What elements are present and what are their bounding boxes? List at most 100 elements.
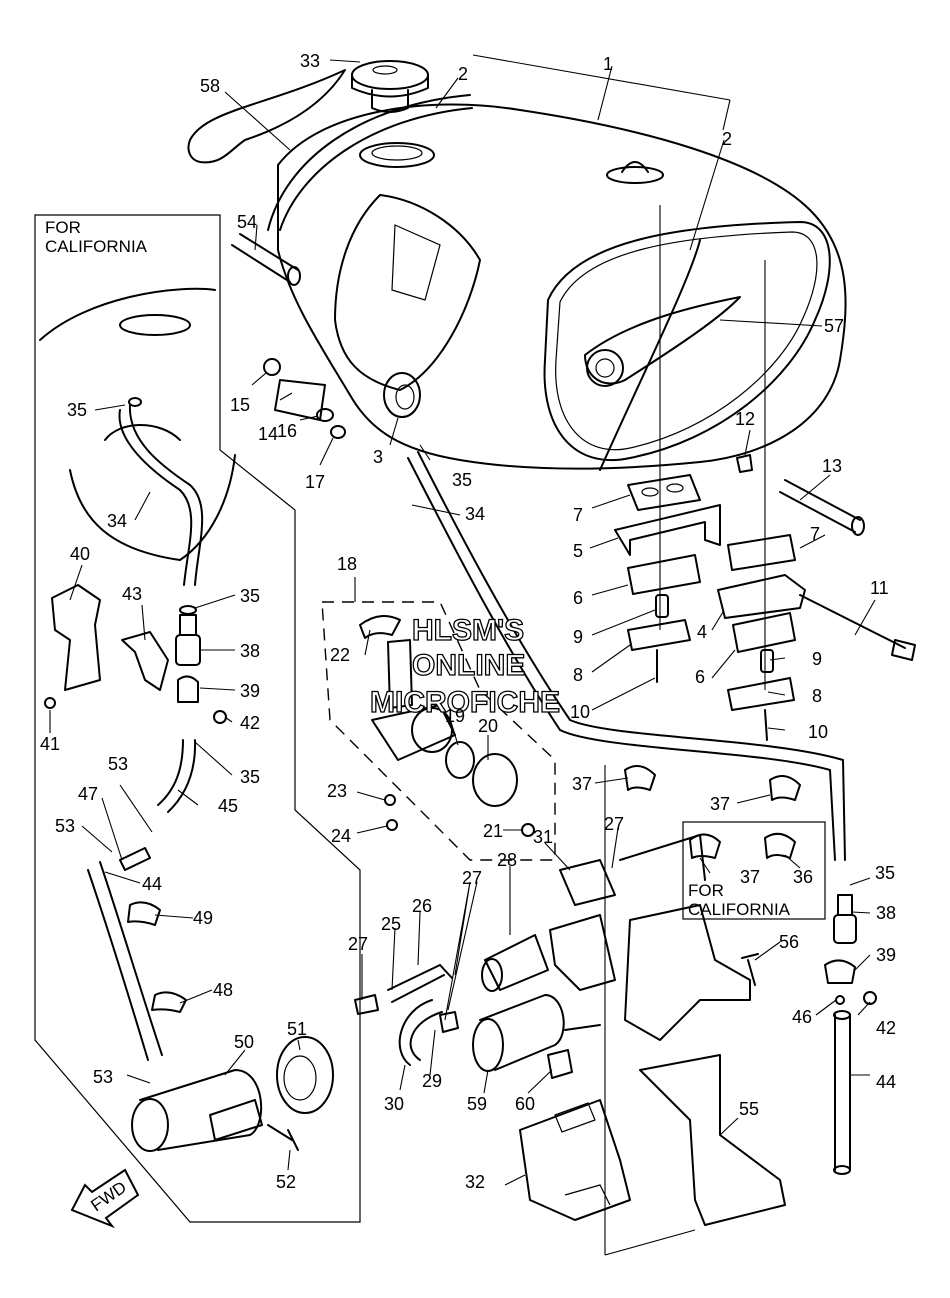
mount-rubber-7-top [627, 474, 701, 511]
callout-50: 50 [234, 1032, 254, 1052]
callout-27b: 27 [462, 868, 482, 888]
callout-35a: 35 [452, 470, 472, 490]
callout-1: 1 [603, 54, 613, 74]
callout-39a: 39 [240, 681, 260, 701]
callout-41: 41 [40, 734, 60, 754]
callouts: 1 2 2 3 4 5 6 6 7 7 8 8 9 9 10 10 11 12 … [40, 51, 896, 1192]
hose-45 [157, 739, 197, 813]
callout-3: 3 [373, 447, 383, 467]
callout-39b: 39 [876, 945, 896, 965]
valve-38-left [175, 605, 201, 666]
svg-text:ONLINE: ONLINE [412, 649, 525, 682]
callout-37a: 37 [572, 774, 592, 794]
damper-6-a [627, 554, 701, 595]
bracket-55 [624, 904, 786, 1226]
tube-13 [779, 479, 861, 533]
callout-30: 30 [384, 1094, 404, 1114]
callout-53b: 53 [55, 816, 75, 836]
callout-27a: 27 [348, 934, 368, 954]
fuel-cap [351, 60, 429, 113]
callout-8b: 8 [812, 686, 822, 706]
valve-38-right [833, 894, 857, 944]
bracket-40 [51, 584, 101, 691]
callout-16: 16 [277, 421, 297, 441]
callout-27c: 27 [604, 814, 624, 834]
california-inset-line2: CALIFORNIA [688, 900, 791, 919]
callout-6b: 6 [695, 667, 705, 687]
callout-38b: 38 [876, 903, 896, 923]
callout-53a: 53 [108, 754, 128, 774]
callout-19: 19 [445, 706, 465, 726]
watermark: HLSM'S ONLINE MICROFICHE [369, 613, 560, 719]
hose-44-left [87, 861, 163, 1061]
callout-2b: 2 [722, 129, 732, 149]
callout-57: 57 [824, 316, 844, 336]
callout-34a: 34 [465, 504, 485, 524]
callout-23: 23 [327, 781, 347, 801]
callout-20: 20 [478, 716, 498, 736]
fuel-filter-28 [481, 934, 549, 992]
california-caption-line2: CALIFORNIA [45, 237, 148, 256]
callout-31: 31 [533, 827, 553, 847]
callout-34b: 34 [107, 511, 127, 531]
callout-29: 29 [422, 1071, 442, 1091]
svg-text:MICROFICHE: MICROFICHE [370, 686, 560, 719]
fuel-cock-dashed-box [321, 601, 556, 861]
callout-35b: 35 [67, 400, 87, 420]
callout-49: 49 [193, 908, 213, 928]
callout-13: 13 [822, 456, 842, 476]
tank-hose [267, 94, 471, 231]
callout-44a: 44 [142, 874, 162, 894]
pipe-25 [387, 964, 445, 1003]
callout-60: 60 [515, 1094, 535, 1114]
damper-6-b [732, 612, 796, 653]
cover-32 [519, 1099, 631, 1221]
callout-26: 26 [412, 896, 432, 916]
callout-11: 11 [870, 578, 889, 598]
tube-54 [231, 233, 299, 283]
callout-48: 48 [213, 980, 233, 1000]
callout-58: 58 [200, 76, 220, 96]
callout-52: 52 [276, 1172, 296, 1192]
grommet-3 [383, 372, 421, 418]
callout-56: 56 [779, 932, 799, 952]
hose-34-left [118, 409, 193, 586]
callout-37c: 37 [740, 867, 760, 887]
callout-7b: 7 [810, 524, 820, 544]
hose-44-right [834, 1014, 851, 1171]
hose-30 [398, 999, 443, 1066]
callout-51: 51 [287, 1019, 307, 1039]
callout-18: 18 [337, 554, 357, 574]
bracket-4 [717, 574, 806, 619]
plate-8-a [627, 619, 691, 651]
bracket-5 [614, 504, 721, 556]
callout-12: 12 [735, 409, 755, 429]
callout-59: 59 [467, 1094, 487, 1114]
callout-17: 17 [305, 472, 325, 492]
tank-pad [187, 69, 346, 164]
bracket-43 [121, 631, 169, 691]
callout-55: 55 [739, 1099, 759, 1119]
callout-53c: 53 [93, 1067, 113, 1087]
callout-36: 36 [793, 867, 813, 887]
callout-2a: 2 [458, 64, 468, 84]
fuel-cock [371, 639, 456, 761]
callout-10b: 10 [808, 722, 828, 742]
callout-15: 15 [230, 395, 250, 415]
california-inset-box [682, 821, 826, 920]
callout-4: 4 [697, 622, 707, 642]
callout-21: 21 [483, 821, 503, 841]
callout-35d: 35 [240, 767, 260, 787]
california-caption-line1: FOR [45, 218, 81, 237]
callout-6a: 6 [573, 588, 583, 608]
callout-28: 28 [497, 850, 517, 870]
callout-40: 40 [70, 544, 90, 564]
callout-9a: 9 [573, 627, 583, 647]
callout-42a: 42 [240, 713, 260, 733]
callout-9b: 9 [812, 649, 822, 669]
fwd-arrow: FWD [70, 1168, 140, 1229]
callout-46: 46 [792, 1007, 812, 1027]
callout-35e: 35 [875, 863, 895, 883]
callout-54: 54 [237, 212, 257, 232]
